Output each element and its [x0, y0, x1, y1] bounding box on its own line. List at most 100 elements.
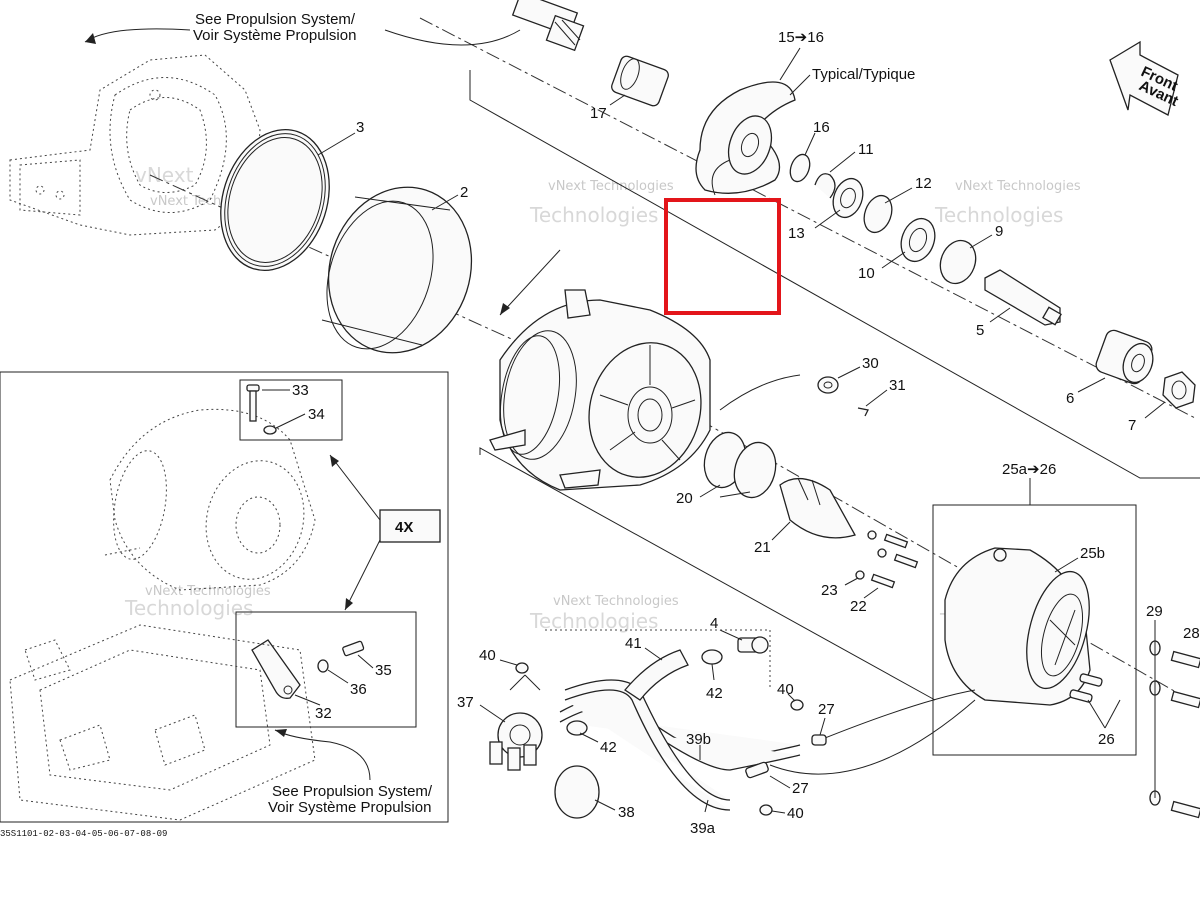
leader-line: [769, 775, 791, 789]
leader-line: [829, 151, 856, 173]
arrowhead: [345, 598, 353, 610]
part-26-pin: [1069, 673, 1103, 703]
leader-line: [84, 28, 191, 43]
part-label-13: 13: [788, 225, 805, 242]
leader-line: [329, 454, 381, 521]
part-label-25b: 25b: [1080, 545, 1105, 562]
part-label-38: 38: [618, 804, 635, 821]
part-label-12: 12: [915, 175, 932, 192]
part-40-clamp: [515, 662, 804, 816]
leader-line: [1054, 557, 1079, 573]
leader-line: [499, 659, 518, 666]
watermark-text: vNext: [135, 163, 194, 187]
part-27-fitting: [745, 734, 827, 779]
drawing-reference: 35S1101-02-03-04-05-06-07-08-09: [0, 829, 167, 839]
part-label-25a-26: 25a➔26: [1002, 461, 1056, 478]
leader-line: [863, 587, 879, 599]
leader-line: [327, 669, 349, 684]
leader-line: [384, 29, 521, 46]
part-21-cone: [779, 477, 856, 539]
part-label-3: 3: [356, 119, 364, 136]
part-label-20: 20: [676, 490, 693, 507]
part-label-9: 9: [995, 223, 1003, 240]
watermark-text: vNext Technologies: [548, 179, 674, 194]
leader-line: [1144, 401, 1166, 419]
part-37-fitting: [489, 712, 543, 771]
part-label-42: 42: [706, 685, 723, 702]
quantity-box: [379, 509, 441, 543]
arrowhead: [85, 33, 96, 44]
hose-group-outline: [545, 629, 771, 690]
arrowhead: [500, 303, 510, 315]
watermark-text: vNext Technologies: [145, 584, 271, 599]
part-label-36: 36: [350, 681, 367, 698]
part-31-clip: [857, 407, 869, 417]
leader-line: [719, 491, 751, 498]
part-6-bearing: [1095, 329, 1154, 385]
part-label-11: 11: [858, 141, 874, 158]
leader-line: [509, 674, 526, 691]
watermark-text: vNext Technologies: [955, 179, 1081, 194]
part-label-23: 23: [821, 582, 838, 599]
leader-line: [274, 729, 371, 781]
detail-pump-housing: [104, 408, 316, 591]
leader-line: [1104, 699, 1121, 729]
part-label-28: 28: [1183, 625, 1200, 642]
pump-housing: [489, 289, 711, 491]
leader-line: [579, 732, 599, 743]
part-38-o-ring: [554, 765, 600, 819]
part-42-clamp: [701, 649, 723, 665]
part-3-ring: [220, 129, 330, 271]
leader-line: [787, 693, 796, 702]
leader-line: [881, 251, 906, 269]
part-label-41: 41: [625, 635, 642, 652]
watermark-text: Technologies: [529, 203, 658, 227]
nozzle-assembly-box: [932, 504, 1137, 756]
arrowhead: [330, 455, 339, 467]
part-4-fitting: [737, 636, 769, 654]
part-label-33: 33: [292, 382, 309, 399]
leader-line: [719, 629, 743, 641]
part-label-35: 35: [375, 662, 392, 679]
leader-line: [594, 799, 616, 811]
part-22-bolt: [870, 533, 919, 589]
leader-line: [644, 647, 663, 661]
part-label-34: 34: [308, 406, 325, 423]
watermark-text: Technologies: [529, 609, 658, 633]
part-label-30: 30: [862, 355, 879, 372]
drive-shaft: [511, 0, 585, 52]
part-34-washer: [263, 425, 277, 435]
part-label-42: 42: [600, 739, 617, 756]
leader-line: [969, 234, 993, 249]
leader-line: [317, 132, 356, 156]
leader-line: [771, 810, 786, 814]
part-28-bolt: [1170, 650, 1200, 819]
leader-line: [1077, 377, 1106, 393]
part-30-grommet: [817, 376, 839, 394]
part-label-17: 17: [590, 105, 607, 122]
part-label-10: 10: [858, 265, 875, 282]
part-label-29: 29: [1146, 603, 1163, 620]
front-direction-arrow: Front Avant: [1109, 40, 1181, 116]
part-33-bolt: [246, 384, 260, 422]
part-15-impeller: [695, 81, 796, 196]
part-12-ring: [863, 194, 893, 234]
part-label-39b: 39b: [686, 731, 711, 748]
part-41-hose: [624, 649, 689, 701]
arrowhead: [275, 729, 287, 737]
quantity-label: 4X: [395, 519, 413, 536]
note-see-propulsion-en: See Propulsion System/: [272, 783, 433, 800]
part-16-ring: [789, 153, 811, 183]
leader-line: [357, 654, 374, 669]
part-label-37: 37: [457, 694, 474, 711]
pump-mount-casting: [9, 54, 261, 236]
part-36-washer: [317, 659, 329, 673]
note-see-propulsion-en: See Propulsion System/: [195, 11, 356, 28]
watermark-text: Technologies: [934, 203, 1063, 227]
leader-line: [479, 704, 506, 723]
leader-line: [275, 413, 306, 429]
part-32-bracket: [251, 639, 301, 699]
part-label-31: 31: [889, 377, 906, 394]
leader-line: [1087, 699, 1106, 729]
